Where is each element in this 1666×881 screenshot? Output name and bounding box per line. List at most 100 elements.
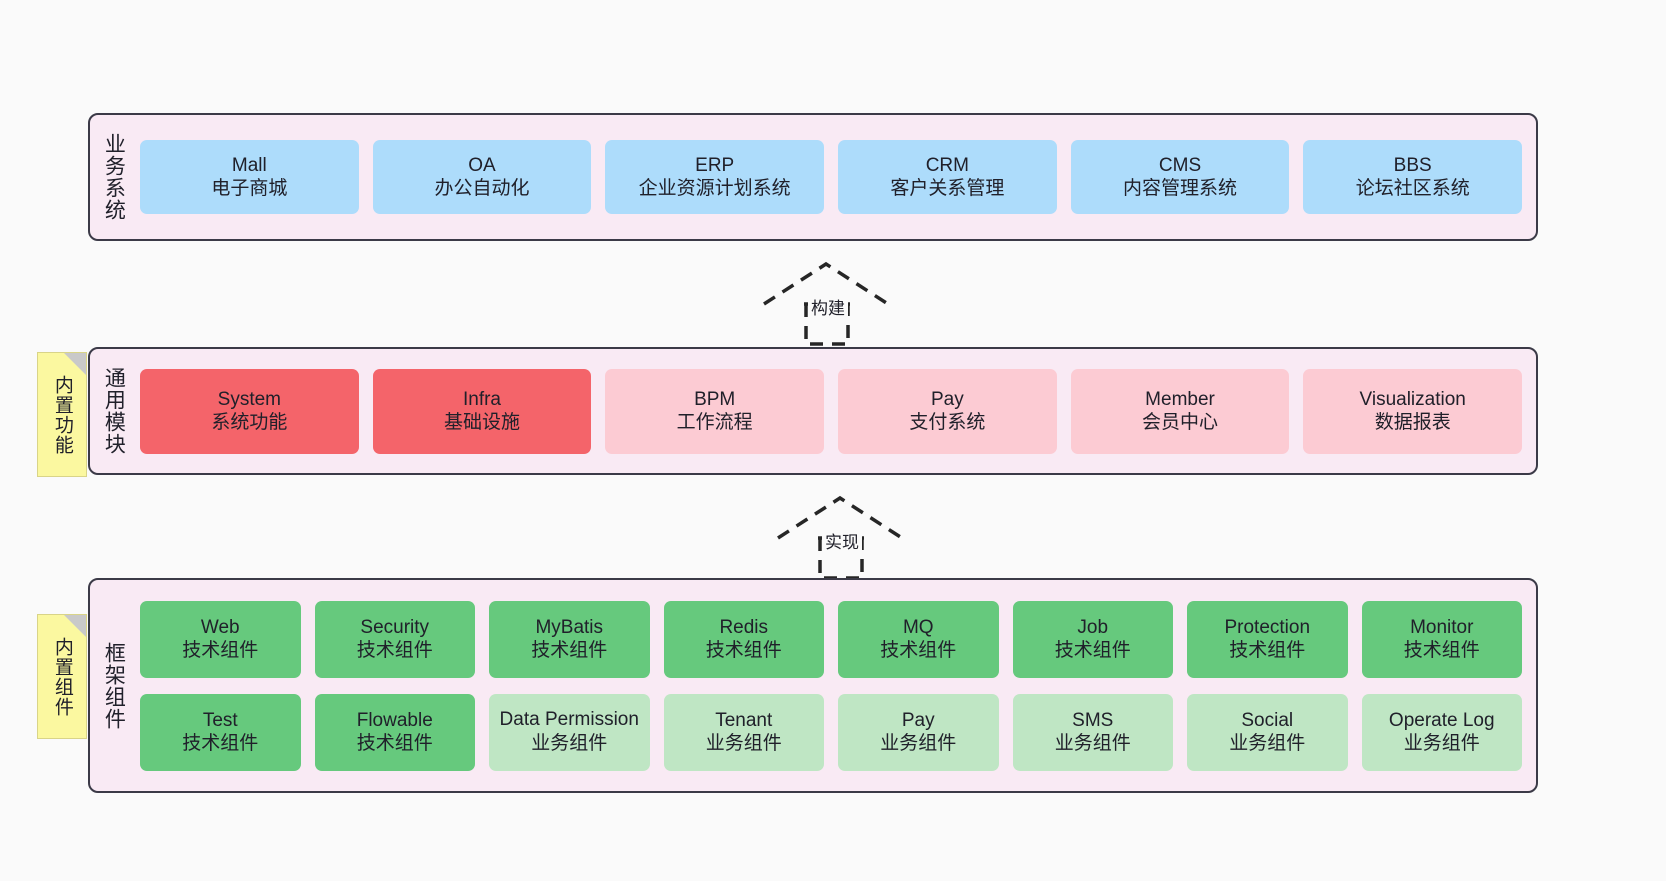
card-redis[interactable]: Redis 技术组件 xyxy=(663,600,824,678)
card-title: SMS xyxy=(1072,709,1114,731)
layer-common-module: 通用模块 System 系统功能 Infra 基础设施 BPM 工作流程 Pay… xyxy=(88,347,1538,475)
card-data-permission[interactable]: Data Permission 业务组件 xyxy=(489,693,650,771)
layer-label-common-module: 通用模块 xyxy=(102,367,126,455)
card-subtitle: 业务组件 xyxy=(880,733,957,754)
card-title: Pay xyxy=(901,709,935,731)
card-row-technical-components: Web 技术组件 Security 技术组件 MyBatis 技术组件 Redi… xyxy=(140,600,1522,678)
card-title: Mall xyxy=(231,154,267,176)
layer-body-business-system: Mall 电子商城 OA 办公自动化 ERP 企业资源计划系统 CRM 客户关系… xyxy=(136,115,1536,239)
card-subtitle: 基础设施 xyxy=(444,412,521,433)
card-pay[interactable]: Pay 支付系统 xyxy=(838,368,1057,454)
card-subtitle: 技术组件 xyxy=(356,640,433,661)
card-title: Security xyxy=(360,616,430,638)
card-security[interactable]: Security 技术组件 xyxy=(314,600,475,678)
connector-build: 构建 xyxy=(760,258,900,346)
card-title: Operate Log xyxy=(1388,709,1495,731)
card-monitor[interactable]: Monitor 技术组件 xyxy=(1361,600,1522,678)
connector-label-implement: 实现 xyxy=(822,528,862,553)
card-title: ERP xyxy=(695,154,735,176)
card-job[interactable]: Job 技术组件 xyxy=(1012,600,1173,678)
card-title: Job xyxy=(1077,616,1109,638)
card-title: CMS xyxy=(1158,154,1202,176)
card-subtitle: 系统功能 xyxy=(211,412,288,433)
card-row-common-module: System 系统功能 Infra 基础设施 BPM 工作流程 Pay 支付系统… xyxy=(140,368,1523,454)
card-erp[interactable]: ERP 企业资源计划系统 xyxy=(605,140,825,214)
card-row-business-system: Mall 电子商城 OA 办公自动化 ERP 企业资源计划系统 CRM 客户关系… xyxy=(140,140,1523,214)
card-subtitle: 办公自动化 xyxy=(434,178,530,199)
card-sms[interactable]: SMS 业务组件 xyxy=(1012,693,1173,771)
card-title: Web xyxy=(200,616,240,638)
card-subtitle: 企业资源计划系统 xyxy=(638,178,791,199)
card-title: Monitor xyxy=(1410,616,1474,638)
card-operate-log[interactable]: Operate Log 业务组件 xyxy=(1361,693,1522,771)
card-subtitle: 业务组件 xyxy=(1403,733,1480,754)
card-subtitle: 业务组件 xyxy=(1229,733,1306,754)
note-label: 内置组件 xyxy=(51,636,73,717)
card-title: Visualization xyxy=(1359,388,1466,410)
card-tenant[interactable]: Tenant 业务组件 xyxy=(663,693,824,771)
card-title: Redis xyxy=(719,616,769,638)
layer-label-business-system: 业务系统 xyxy=(102,133,126,221)
card-subtitle: 业务组件 xyxy=(1054,733,1131,754)
note-builtin-function: 内置功能 xyxy=(37,352,87,477)
layer-business-system: 业务系统 Mall 电子商城 OA 办公自动化 ERP 企业资源计划系统 CRM… xyxy=(88,113,1538,241)
card-subtitle: 工作流程 xyxy=(676,412,753,433)
card-title: OA xyxy=(468,154,496,176)
card-protection[interactable]: Protection 技术组件 xyxy=(1187,600,1348,678)
card-title: Social xyxy=(1241,709,1294,731)
arrowhead-implement xyxy=(777,495,903,540)
card-cms[interactable]: CMS 内容管理系统 xyxy=(1070,140,1290,214)
card-title: BBS xyxy=(1393,154,1432,176)
card-title: MQ xyxy=(902,616,934,638)
card-test[interactable]: Test 技术组件 xyxy=(140,693,301,771)
card-title: System xyxy=(217,388,282,410)
card-member[interactable]: Member 会员中心 xyxy=(1070,368,1290,454)
card-subtitle: 会员中心 xyxy=(1142,412,1219,433)
card-system[interactable]: System 系统功能 xyxy=(140,368,359,454)
card-mall[interactable]: Mall 电子商城 xyxy=(140,140,359,214)
card-subtitle: 技术组件 xyxy=(182,640,259,661)
card-subtitle: 技术组件 xyxy=(531,640,608,661)
card-visualization[interactable]: Visualization 数据报表 xyxy=(1303,368,1523,454)
card-mybatis[interactable]: MyBatis 技术组件 xyxy=(489,600,650,678)
layer-body-common-module: System 系统功能 Infra 基础设施 BPM 工作流程 Pay 支付系统… xyxy=(136,349,1536,473)
card-title: CRM xyxy=(925,154,969,176)
card-mq[interactable]: MQ 技术组件 xyxy=(838,600,999,678)
card-bpm[interactable]: BPM 工作流程 xyxy=(605,368,825,454)
card-oa[interactable]: OA 办公自动化 xyxy=(372,140,592,214)
card-pay-business[interactable]: Pay 业务组件 xyxy=(838,693,999,771)
card-subtitle: 技术组件 xyxy=(182,733,259,754)
card-subtitle: 电子商城 xyxy=(211,178,288,199)
card-crm[interactable]: CRM 客户关系管理 xyxy=(838,140,1057,214)
card-infra[interactable]: Infra 基础设施 xyxy=(372,368,592,454)
card-web[interactable]: Web 技术组件 xyxy=(140,600,301,678)
card-title: BPM xyxy=(694,388,736,410)
card-title: Infra xyxy=(462,388,502,410)
card-flowable[interactable]: Flowable 技术组件 xyxy=(314,693,475,771)
card-title: Flowable xyxy=(356,709,433,731)
connector-label-build: 构建 xyxy=(808,294,848,319)
card-subtitle: 技术组件 xyxy=(1229,640,1306,661)
card-title: Member xyxy=(1145,388,1215,410)
card-title: Protection xyxy=(1224,616,1311,638)
card-subtitle: 论坛社区系统 xyxy=(1355,178,1470,199)
layer-body-framework-component: Web 技术组件 Security 技术组件 MyBatis 技术组件 Redi… xyxy=(136,580,1536,791)
card-subtitle: 业务组件 xyxy=(705,733,782,754)
card-subtitle: 客户关系管理 xyxy=(890,178,1005,199)
card-title: Pay xyxy=(930,388,964,410)
card-title: Tenant xyxy=(715,709,773,731)
card-subtitle: 内容管理系统 xyxy=(1123,178,1238,199)
card-grid-framework-component: Web 技术组件 Security 技术组件 MyBatis 技术组件 Redi… xyxy=(140,580,1522,791)
card-title: MyBatis xyxy=(535,616,604,638)
card-social[interactable]: Social 业务组件 xyxy=(1187,693,1348,771)
connector-implement: 实现 xyxy=(774,492,914,580)
card-subtitle: 技术组件 xyxy=(705,640,782,661)
card-bbs[interactable]: BBS 论坛社区系统 xyxy=(1303,140,1523,214)
note-builtin-component: 内置组件 xyxy=(37,614,87,739)
card-subtitle: 数据报表 xyxy=(1374,412,1451,433)
layer-label-framework-component: 框架组件 xyxy=(102,641,126,730)
card-subtitle: 技术组件 xyxy=(1403,640,1480,661)
card-subtitle: 技术组件 xyxy=(356,733,433,754)
layer-framework-component: 框架组件 Web 技术组件 Security 技术组件 MyBatis 技术组件 xyxy=(88,578,1538,793)
